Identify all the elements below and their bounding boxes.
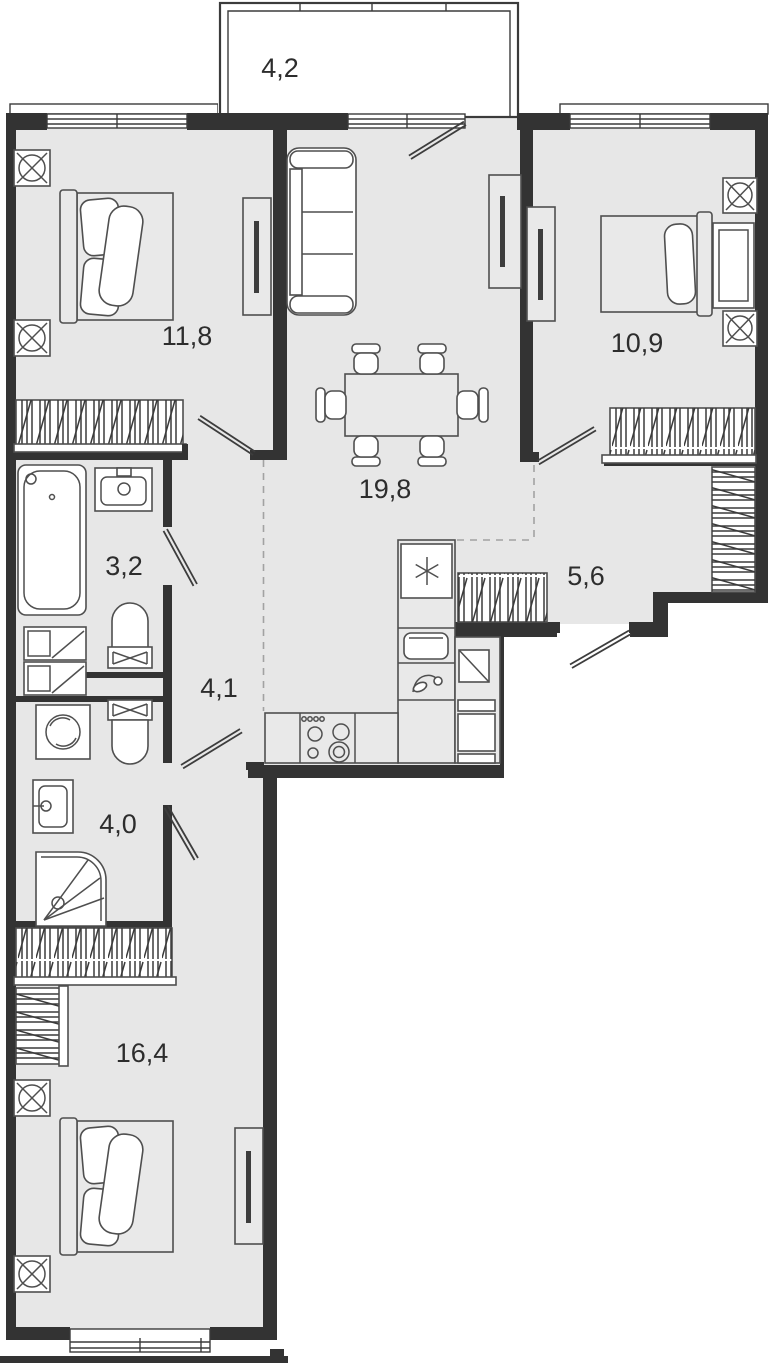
wardrobe-hatch-icon <box>458 573 547 622</box>
snowflake-icon <box>415 557 439 585</box>
pillow <box>98 1133 144 1235</box>
room-label-bedroom-bottom: 16,4 <box>116 1038 169 1068</box>
lamp-icon <box>722 310 758 347</box>
oven <box>403 632 449 660</box>
wardrobe-hatch-icon <box>610 408 755 456</box>
living-room-furniture <box>286 147 522 467</box>
kitchen <box>264 539 501 764</box>
sofa <box>286 147 357 316</box>
window-living-room <box>347 113 466 129</box>
bathtub-icon <box>17 464 87 616</box>
open-boundary-dashed <box>262 460 535 711</box>
balcony-glazing-inner <box>227 10 511 117</box>
tv-unit <box>242 197 272 316</box>
burner-icon <box>332 723 350 741</box>
toilet-icon <box>107 699 153 765</box>
door-bedroom-top-right <box>533 426 597 466</box>
nightstand <box>712 222 755 309</box>
room-label-hallway: 5,6 <box>567 561 605 591</box>
double-bed <box>600 211 713 317</box>
wardrobe-hatch-icon <box>16 928 172 978</box>
balcony <box>218 1 520 119</box>
room-label-bedroom-top-right: 10,9 <box>611 328 664 358</box>
lamp-icon <box>13 1255 51 1293</box>
sink-icon <box>32 779 74 834</box>
kitchen-cabinet-column <box>454 636 501 764</box>
washing-machine-icon <box>35 704 91 760</box>
door-bedroom-bottom <box>180 728 243 770</box>
window-bedroom-top-left <box>46 113 188 129</box>
dining-chairs <box>315 343 489 467</box>
dining-table <box>344 373 459 437</box>
lamp-icon <box>13 149 51 187</box>
outer-wall-left <box>6 113 16 1340</box>
bedroom-top-right-furniture <box>526 177 758 464</box>
lamp-icon <box>13 1079 51 1117</box>
wardrobe <box>15 985 69 1067</box>
bedroom-bottom-furniture <box>13 927 264 1293</box>
pillow <box>98 205 144 307</box>
burner-icon <box>307 747 319 759</box>
room-label-bedroom-top-left: 11,8 <box>162 321 213 351</box>
ground-line <box>0 1356 288 1363</box>
wardrobe <box>13 399 188 460</box>
bathroom-fixtures <box>17 464 153 696</box>
door-bathroom <box>162 528 198 592</box>
room-label-bathroom: 3,2 <box>105 551 143 581</box>
wardrobe <box>13 927 177 986</box>
coat-closet <box>457 572 548 623</box>
room-labels: 4,2 11,8 19,8 10,9 3,2 5,6 4,1 4,0 16,4 <box>99 53 663 1068</box>
room-label-living-room: 19,8 <box>359 474 412 504</box>
doors <box>162 120 639 861</box>
tv-unit <box>234 1127 264 1245</box>
windows <box>46 113 711 1353</box>
window-bedroom-bottom <box>69 1328 211 1353</box>
kitchen-counter <box>264 712 399 764</box>
entrance-door <box>552 622 639 669</box>
bedroom-top-left-furniture <box>13 149 272 460</box>
balcony-door <box>408 120 467 160</box>
outer-wall-right <box>755 113 768 603</box>
pillow <box>663 223 697 305</box>
tv-unit <box>488 174 522 289</box>
wardrobe-hatch-icon <box>712 467 755 592</box>
window-bedroom-top-right <box>569 113 711 129</box>
balcony-mullions <box>299 3 447 11</box>
shower-room-fixtures <box>32 699 153 927</box>
balcony-floor <box>218 2 520 118</box>
toilet-icon <box>107 602 153 669</box>
door-shower-room <box>163 805 199 861</box>
kitchen-sink-faucet-icon <box>412 674 443 693</box>
double-bed <box>59 1117 174 1256</box>
laundry-cabinet <box>23 626 87 696</box>
tv-unit <box>526 206 556 322</box>
shower-icon <box>35 851 107 927</box>
room-label-shower-room: 4,0 <box>99 809 137 839</box>
burner-icon <box>328 741 350 763</box>
door-bedroom-top-left <box>197 414 256 456</box>
lamp-icon <box>13 319 51 357</box>
double-bed <box>59 189 174 324</box>
hallway-furniture <box>457 466 756 623</box>
room-label-balcony: 4,2 <box>261 53 299 83</box>
wardrobe <box>711 466 756 593</box>
wardrobe-hatch-icon <box>16 400 183 445</box>
burner-icon <box>307 726 323 742</box>
sink-icon <box>94 467 153 512</box>
wardrobe <box>601 407 757 464</box>
wardrobe-hatch-icon <box>16 988 61 1064</box>
room-label-corridor: 4,1 <box>200 673 238 703</box>
lamp-icon <box>722 177 758 214</box>
stove <box>301 716 350 763</box>
fridge <box>400 543 453 599</box>
